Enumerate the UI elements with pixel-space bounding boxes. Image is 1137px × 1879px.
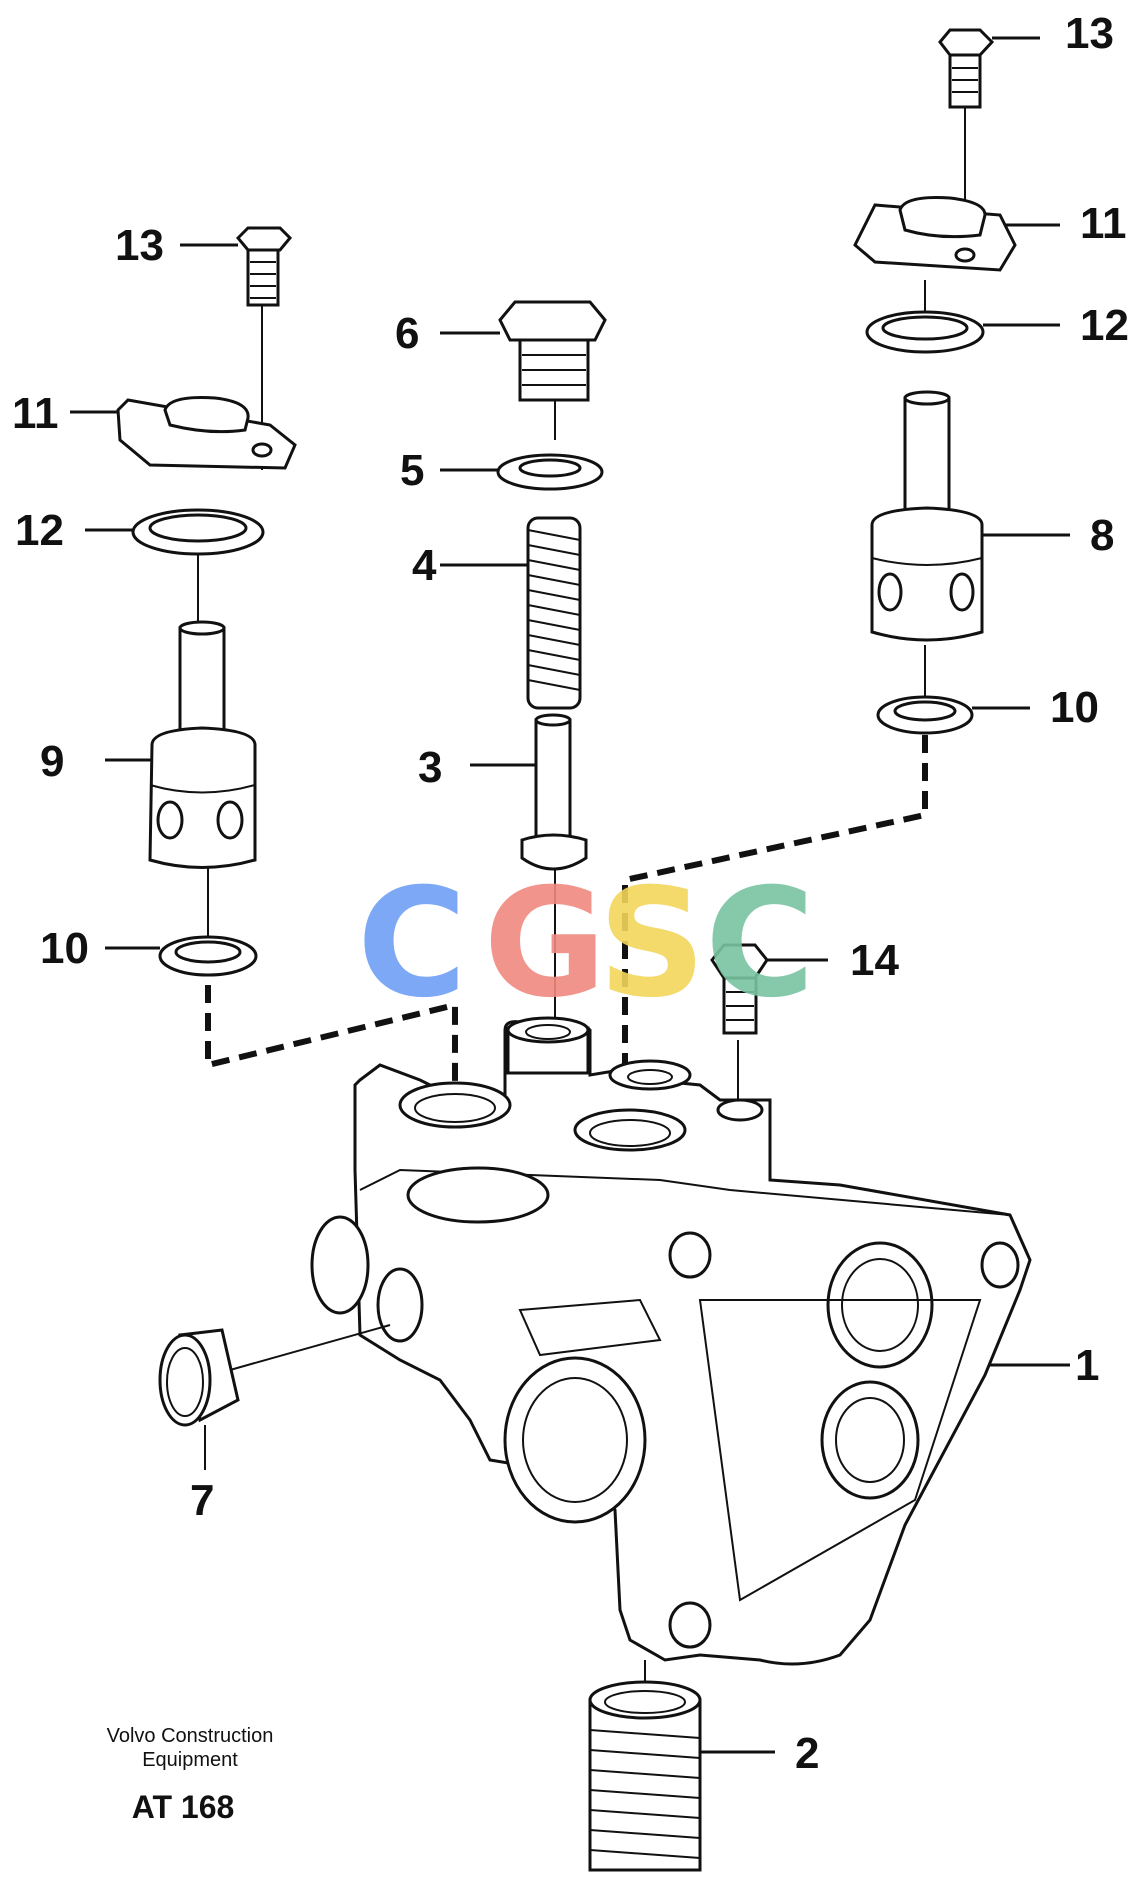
leader-lines: [70, 36, 1070, 1754]
footer: Volvo Construction Equipment AT 168: [107, 1725, 274, 1825]
center-stack: [496, 300, 607, 1050]
callout-13-right: 13: [1065, 9, 1114, 58]
callout-8: 8: [1090, 511, 1114, 560]
figure-code: AT 168: [132, 1789, 235, 1825]
callout-11-right: 11: [1080, 199, 1127, 248]
washer-5: [496, 453, 604, 491]
washer-12-left: [131, 508, 265, 556]
watermark-letter-c1: C: [357, 857, 467, 1031]
dashed-path-right: [622, 735, 928, 1150]
callout-14: 14: [850, 936, 899, 985]
right-stack: [853, 28, 1017, 735]
callout-6: 6: [395, 309, 419, 358]
spring-4: [526, 516, 582, 710]
callout-labels: 13 11 12 8 10 6 5 4 3 14 1 2 7 13 11 12 …: [12, 9, 1129, 1778]
plug-7: [158, 1324, 391, 1470]
watermark-letter-c2: C: [705, 857, 815, 1031]
flange-cover-11-left: [116, 396, 297, 470]
poppet-3: [520, 713, 588, 871]
bolt-13-left: [235, 226, 293, 307]
callout-3: 3: [418, 743, 442, 792]
company-name-line2: Equipment: [142, 1749, 238, 1771]
callout-13-left: 13: [115, 221, 164, 270]
callout-4: 4: [412, 541, 437, 590]
callout-5: 5: [400, 446, 424, 495]
bolt-13-right: [938, 28, 995, 109]
watermark: C G S C: [357, 857, 815, 1031]
left-stack: [116, 226, 297, 977]
fitting-2: [588, 1660, 702, 1872]
valve-9: [148, 620, 257, 869]
callout-10-right: 10: [1050, 683, 1099, 732]
callout-7: 7: [190, 1476, 214, 1525]
washer-10-left: [158, 935, 258, 977]
callout-11-left: 11: [12, 389, 59, 438]
watermark-letter-g: G: [483, 857, 606, 1031]
callout-12-right: 12: [1080, 301, 1129, 350]
washer-10-right: [876, 695, 974, 735]
callout-10-left: 10: [40, 924, 89, 973]
callout-9: 9: [40, 737, 64, 786]
callout-1: 1: [1075, 1341, 1099, 1390]
valve-housing-1: [310, 1016, 1032, 1666]
valve-8: [870, 390, 984, 642]
callout-12-left: 12: [15, 506, 64, 555]
plug-6: [498, 300, 607, 402]
flange-cover-11-right: [853, 196, 1017, 272]
washer-12-right: [865, 310, 985, 354]
callout-2: 2: [795, 1729, 819, 1778]
dashed-path-left: [205, 985, 458, 1105]
watermark-letter-s: S: [598, 857, 706, 1031]
company-name-line1: Volvo Construction: [107, 1725, 274, 1747]
